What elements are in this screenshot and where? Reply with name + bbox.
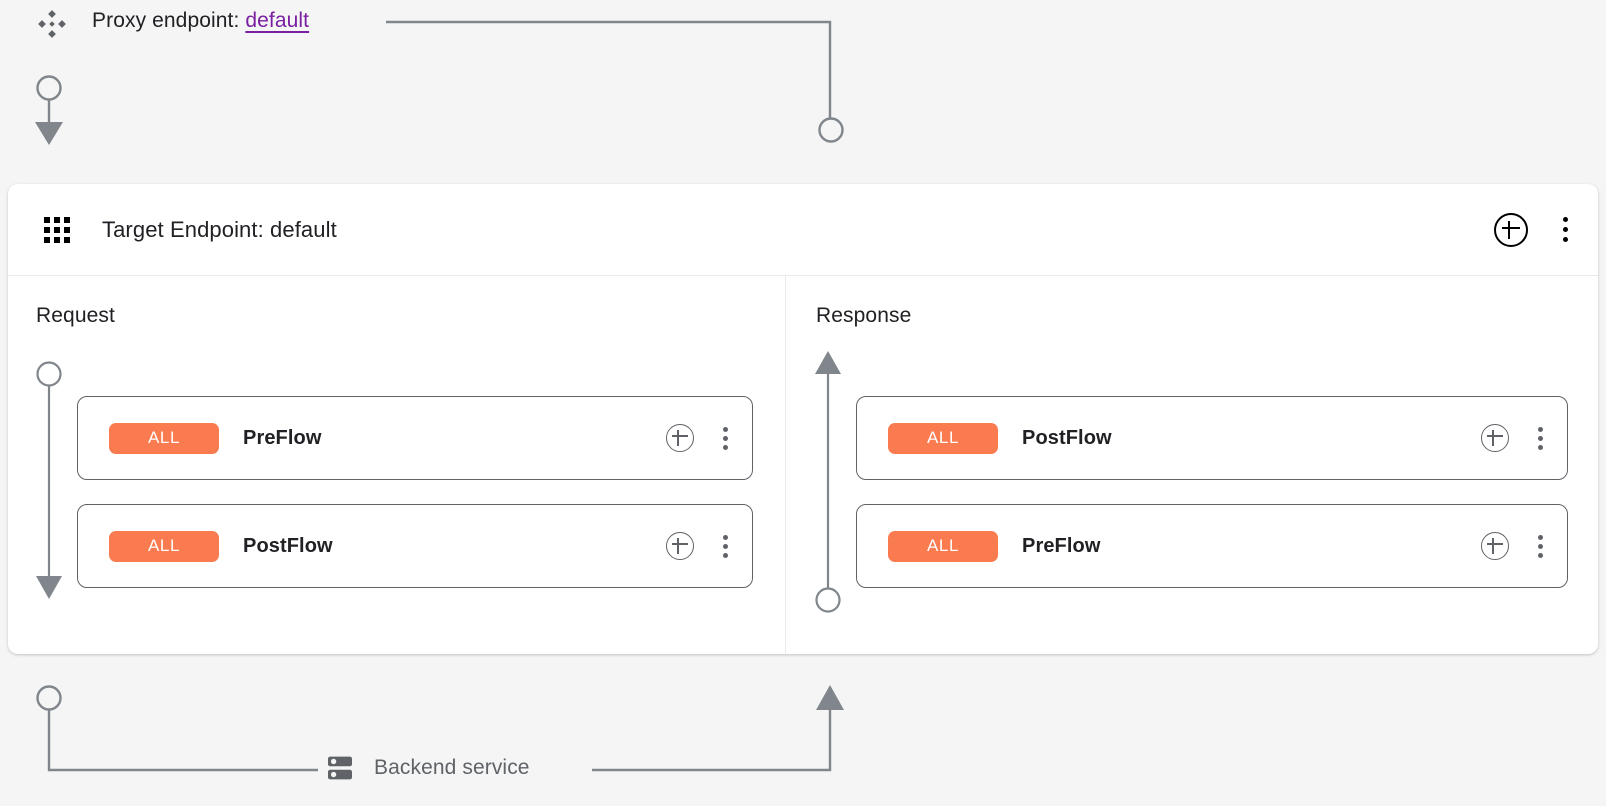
proxy-endpoint-prefix: Proxy endpoint:	[92, 9, 246, 32]
request-column: Request ALL PreFlow ALL PostFlow	[8, 276, 786, 654]
target-endpoint-header: Target Endpoint: default	[8, 184, 1598, 276]
arrowhead-response-out	[815, 351, 841, 374]
proxy-endpoint-link[interactable]: default	[245, 9, 310, 32]
proxy-endpoint-label: Proxy endpoint: default	[92, 9, 309, 33]
apps-grid-icon	[44, 216, 70, 243]
arrowhead-backend-return	[816, 685, 844, 710]
hub-diamond-icon	[38, 10, 66, 38]
connector-node-proxy-out	[818, 117, 844, 143]
flow-badge: ALL	[109, 422, 219, 454]
connector-inbound-left	[36, 75, 62, 122]
request-column-title: Request	[36, 304, 115, 327]
arrowhead-inbound-left	[35, 122, 63, 145]
proxy-endpoint-row: Proxy endpoint: default	[0, 0, 1606, 48]
more-vert-icon[interactable]	[1531, 424, 1549, 452]
flow-badge: ALL	[109, 530, 219, 562]
add-circle-icon[interactable]	[1481, 532, 1509, 560]
response-column-title: Response	[816, 304, 912, 327]
flow-card-response-postflow[interactable]: ALL PostFlow	[856, 396, 1568, 480]
request-flow-list: ALL PreFlow ALL PostFlow	[77, 396, 753, 612]
flow-card-response-preflow[interactable]: ALL PreFlow	[856, 504, 1568, 588]
flow-card-request-postflow[interactable]: ALL PostFlow	[77, 504, 753, 588]
flow-name: PreFlow	[243, 426, 322, 449]
flow-name: PostFlow	[1022, 426, 1112, 449]
flow-badge: ALL	[888, 422, 998, 454]
target-endpoint-body: Request ALL PreFlow ALL PostFlow	[8, 276, 1598, 654]
server-rack-icon	[328, 756, 352, 780]
flow-name: PostFlow	[243, 534, 333, 557]
arrowhead-request-out	[36, 576, 62, 599]
flow-card-request-preflow[interactable]: ALL PreFlow	[77, 396, 753, 480]
backend-service-label: Backend service	[374, 756, 530, 779]
more-vert-icon[interactable]	[716, 532, 734, 560]
connector-node-request-in	[36, 361, 62, 387]
flow-name: PreFlow	[1022, 534, 1101, 557]
connector-node-response-in	[815, 587, 841, 613]
connector-panel-to-backend	[36, 685, 318, 772]
response-flow-list: ALL PostFlow ALL PreFlow	[856, 396, 1568, 612]
flow-card-actions	[1481, 424, 1549, 452]
target-endpoint-title: Target Endpoint: default	[102, 216, 337, 242]
flow-badge: ALL	[888, 530, 998, 562]
add-circle-icon[interactable]	[666, 532, 694, 560]
flow-card-actions	[666, 424, 734, 452]
target-endpoint-actions	[1494, 212, 1576, 247]
response-column: Response ALL PostFlow ALL PreFlow	[786, 276, 1598, 654]
more-vert-icon[interactable]	[716, 424, 734, 452]
connector-backend-to-panel	[592, 710, 832, 772]
flow-card-actions	[1481, 532, 1549, 560]
add-circle-icon[interactable]	[666, 424, 694, 452]
backend-service-node[interactable]: Backend service	[318, 752, 536, 784]
flow-card-actions	[666, 532, 734, 560]
more-vert-icon[interactable]	[1531, 532, 1549, 560]
target-endpoint-panel: Target Endpoint: default Request ALL Pre…	[8, 184, 1598, 654]
more-vert-icon[interactable]	[1554, 215, 1576, 245]
add-circle-icon[interactable]	[1481, 424, 1509, 452]
add-circle-icon[interactable]	[1494, 212, 1528, 247]
